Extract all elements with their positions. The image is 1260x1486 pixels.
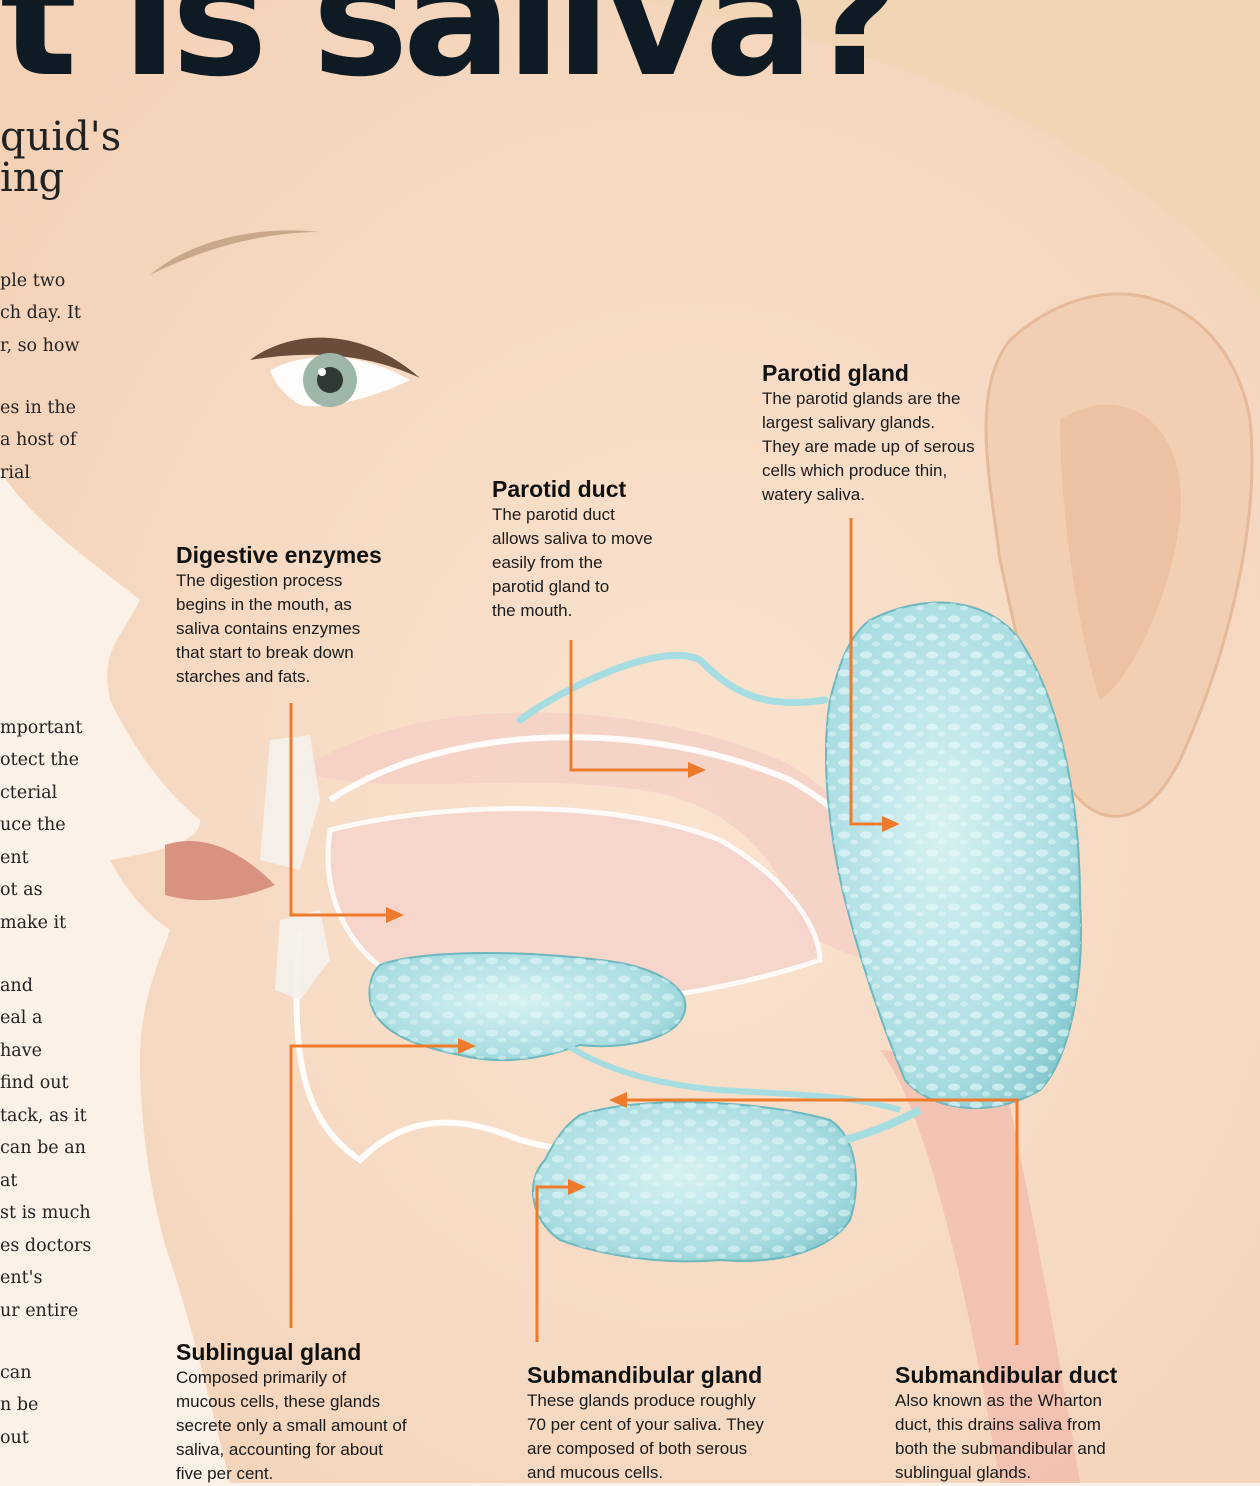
label-line: five per cent. (176, 1462, 456, 1486)
label-line: 70 per cent of your saliva. They (527, 1413, 817, 1437)
body-text-line: n be (0, 1397, 38, 1415)
body-text-line: mportant (0, 720, 82, 738)
label-line: parotid gland to (492, 575, 712, 599)
label-line: that start to break down (176, 641, 416, 665)
body-text-line: r, so how (0, 338, 79, 356)
label-line: The parotid glands are the (762, 387, 1022, 411)
label-line: sublingual glands. (895, 1461, 1155, 1485)
label-submandibular-duct: Submandibular duct Also known as the Wha… (895, 1361, 1155, 1485)
label-line: cells which produce thin, (762, 459, 1022, 483)
label-title: Parotid duct (492, 475, 712, 503)
label-line: Composed primarily of (176, 1366, 456, 1390)
body-text-line: rial (0, 465, 30, 483)
label-line: allows saliva to move (492, 527, 712, 551)
label-title: Submandibular duct (895, 1361, 1155, 1389)
label-line: are composed of both serous (527, 1437, 817, 1461)
subtitle-line-2: ing (0, 158, 64, 198)
body-text-line: ent's (0, 1270, 42, 1288)
body-text-line: uce the (0, 817, 66, 835)
body-text-line: es doctors (0, 1238, 91, 1256)
body-text-line: ent (0, 850, 29, 868)
body-text-line: otect the (0, 752, 79, 770)
label-line: largest salivary glands. (762, 411, 1022, 435)
label-line: Also known as the Wharton (895, 1389, 1155, 1413)
body-text-line: a host of (0, 432, 76, 450)
body-text-line: can (0, 1365, 32, 1383)
label-line: easily from the (492, 551, 712, 575)
subtitle-line-1: quid's (0, 117, 121, 157)
label-title: Parotid gland (762, 359, 1022, 387)
label-title: Sublingual gland (176, 1338, 456, 1366)
body-text-line: ch day. It (0, 305, 81, 323)
submandibular-lobules (533, 1102, 856, 1261)
label-line: The parotid duct (492, 503, 712, 527)
body-text-line: out (0, 1430, 29, 1448)
label-line: These glands produce roughly (527, 1389, 817, 1413)
label-parotid-gland: Parotid gland The parotid glands are the… (762, 359, 1022, 507)
body-text-line: eal a (0, 1010, 42, 1028)
label-digestive-enzymes: Digestive enzymes The digestion process … (176, 541, 416, 689)
label-line: They are made up of serous (762, 435, 1022, 459)
body-text-line: at (0, 1173, 17, 1191)
body-text-line: make it (0, 915, 66, 933)
label-line: both the submandibular and (895, 1437, 1155, 1461)
label-line: watery saliva. (762, 483, 1022, 507)
body-text-line: es in the (0, 400, 76, 418)
body-text-line: ur entire (0, 1303, 78, 1321)
body-text-line: st is much (0, 1205, 91, 1223)
body-text-line: ple two (0, 273, 65, 291)
label-line: starches and fats. (176, 665, 416, 689)
label-title: Digestive enzymes (176, 541, 416, 569)
label-title: Submandibular gland (527, 1361, 817, 1389)
body-text-line: and (0, 978, 33, 996)
label-sublingual-gland: Sublingual gland Composed primarily of m… (176, 1338, 456, 1486)
body-text-line: ot as (0, 882, 43, 900)
label-line: secrete only a small amount of (176, 1414, 456, 1438)
label-line: saliva contains enzymes (176, 617, 416, 641)
body-text-line: find out (0, 1075, 69, 1093)
label-line: and mucous cells. (527, 1461, 817, 1485)
body-text-line: cterial (0, 785, 57, 803)
label-line: saliva, accounting for about (176, 1438, 456, 1462)
label-parotid-duct: Parotid duct The parotid duct allows sal… (492, 475, 712, 623)
label-line: mucous cells, these glands (176, 1390, 456, 1414)
label-line: The digestion process (176, 569, 416, 593)
label-line: begins in the mouth, as (176, 593, 416, 617)
body-text-line: can be an (0, 1140, 86, 1158)
page-title: t is saliva? (0, 0, 896, 100)
body-text-line: have (0, 1043, 42, 1061)
label-submandibular-gland: Submandibular gland These glands produce… (527, 1361, 817, 1485)
label-line: the mouth. (492, 599, 712, 623)
label-line: duct, this drains saliva from (895, 1413, 1155, 1437)
body-text-line: tack, as it (0, 1108, 87, 1126)
